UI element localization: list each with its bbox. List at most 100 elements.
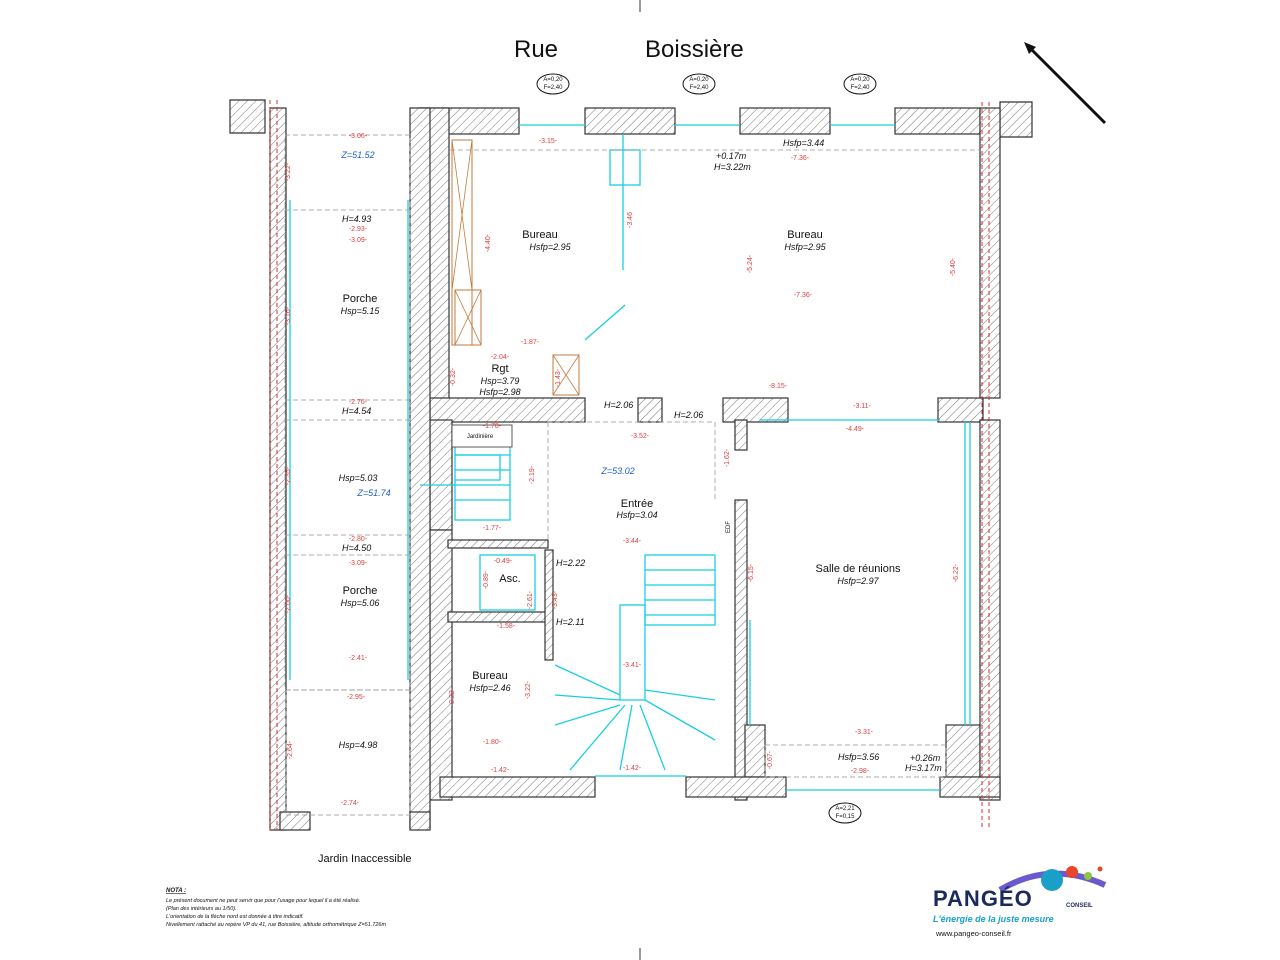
height-h206b: H=2.06 xyxy=(674,410,703,420)
closet xyxy=(451,139,580,396)
svg-text:-2.64-: -2.64- xyxy=(287,740,294,759)
room-asc-name: Asc. xyxy=(499,573,520,585)
svg-text:A=0,20: A=0,20 xyxy=(689,77,709,83)
north-arrow-icon xyxy=(1024,42,1107,125)
svg-text:-3.06-: -3.06- xyxy=(349,133,368,140)
svg-text:A=2,21: A=2,21 xyxy=(835,806,855,812)
svg-text:-2.76-: -2.76- xyxy=(349,399,368,406)
edf-label: EDF xyxy=(726,521,732,533)
room-bureau-left-name: Bureau xyxy=(522,229,557,241)
room-porche-top-height: Hsp=5.15 xyxy=(341,306,381,316)
svg-text:-3.46: -3.46 xyxy=(627,212,634,228)
svg-text:-1.62-: -1.62- xyxy=(724,448,731,467)
svg-text:-1.42-: -1.42- xyxy=(623,765,642,772)
svg-text:F=2,40: F=2,40 xyxy=(544,85,564,91)
room-bureau-right-name: Bureau xyxy=(787,229,822,241)
svg-text:-3.31-: -3.31- xyxy=(855,729,874,736)
height-p017: +0.17m xyxy=(716,151,747,161)
svg-text:-1.87-: -1.87- xyxy=(521,339,540,346)
svg-text:-3.09-: -3.09- xyxy=(349,237,368,244)
walls xyxy=(229,99,1033,831)
height-h322: H=3.22m xyxy=(714,162,751,172)
svg-text:-1.42-: -1.42- xyxy=(491,767,510,774)
svg-text:A=0,20: A=0,20 xyxy=(543,77,563,83)
svg-text:-6.15-: -6.15- xyxy=(748,563,755,582)
svg-text:-0.67-: -0.67- xyxy=(767,750,774,769)
svg-text:-3.11-: -3.11- xyxy=(853,403,871,410)
staircase xyxy=(454,439,716,771)
note-title: NOTA : xyxy=(166,888,186,894)
note-line-3: L'orientation de la flèche nord est donn… xyxy=(166,914,304,920)
room-porche-top-name: Porche xyxy=(343,293,378,305)
room-bureau-small-name: Bureau xyxy=(472,670,507,682)
svg-text:-3.09-: -3.09- xyxy=(349,560,368,567)
svg-text:F=0,15: F=0,15 xyxy=(836,814,856,820)
note-line-4: Nivellement rattaché au repère VP du 41,… xyxy=(166,922,386,928)
jardiniere-label: Jardinière xyxy=(467,434,494,440)
room-bottom-left-height: Hsp=4.98 xyxy=(339,740,378,750)
pangeo-logo: PANGÉO CONSEIL L'énergie de la juste mes… xyxy=(933,866,1107,938)
room-bureau-right-height: Hsfp=2.95 xyxy=(784,242,826,252)
svg-text:-0.32-: -0.32- xyxy=(450,367,457,386)
logo-suffix: CONSEIL xyxy=(1066,903,1093,909)
svg-text:-8.15-: -8.15- xyxy=(769,383,788,390)
windows xyxy=(519,124,971,791)
height-p026: +0.26m xyxy=(910,753,941,763)
height-h493: H=4.93 xyxy=(342,214,371,224)
logo-url: www.pangeo-conseil.fr xyxy=(935,929,1012,938)
svg-text:-2.80-: -2.80- xyxy=(349,536,368,543)
height-h222: H=2.22 xyxy=(556,558,585,568)
svg-text:-2.19-: -2.19- xyxy=(529,465,536,484)
room-salle-name: Salle de réunions xyxy=(815,563,901,575)
svg-text:-7.36-: -7.36- xyxy=(794,292,813,299)
level-z2: Z=51.74 xyxy=(356,488,390,498)
room-bureau-small-height: Hsfp=2.46 xyxy=(469,683,510,693)
svg-text:-2.00-: -2.00- xyxy=(285,594,292,613)
room-rgt-hsfp: Hsfp=2.98 xyxy=(479,387,520,397)
svg-text:-3.41-: -3.41- xyxy=(623,662,642,669)
height-hsfp356: Hsfp=3.56 xyxy=(838,752,879,762)
svg-text:-2.74-: -2.74- xyxy=(341,800,360,807)
svg-text:-7.36-: -7.36- xyxy=(791,155,810,162)
svg-text:-3.16-: -3.16- xyxy=(285,306,292,325)
room-entree-name: Entrée xyxy=(621,498,653,510)
svg-text:-1.80-: -1.80- xyxy=(483,739,502,746)
height-h454: H=4.54 xyxy=(342,406,371,416)
svg-text:-1.77-: -1.77- xyxy=(483,525,502,532)
svg-text:-6.22-: -6.22- xyxy=(953,563,960,582)
svg-text:-2.93-: -2.93- xyxy=(349,226,368,233)
ceiling-tag-2: A=0,20 F=2,40 xyxy=(682,73,716,95)
room-rgt-name: Rgt xyxy=(491,363,508,375)
room-rgt-hsp: Hsp=3.79 xyxy=(481,376,520,386)
height-hsfp344: Hsfp=3.44 xyxy=(783,138,824,148)
svg-text:-2.35-: -2.35- xyxy=(285,466,292,485)
svg-text:-3.44-: -3.44- xyxy=(623,538,642,545)
room-porche-bottom-height: Hsp=5.06 xyxy=(341,598,380,608)
svg-text:-2.95-: -2.95- xyxy=(347,694,366,701)
street-label-rue: Rue xyxy=(514,36,558,63)
svg-text:-3.43-: -3.43- xyxy=(552,590,559,609)
room-entree-height: Hsfp=3.04 xyxy=(616,510,657,520)
svg-text:-2.98-: -2.98- xyxy=(851,768,870,775)
ceiling-tag-1: A=0,20 F=2,40 xyxy=(536,73,570,95)
street-label-boissiere: Boissière xyxy=(645,36,744,63)
note-line-2: (Plan des intérieurs au 1/50). xyxy=(166,906,237,912)
room-porche-bottom-name: Porche xyxy=(343,585,378,597)
ceiling-tag-3: A=0,20 F=2,40 xyxy=(843,73,877,95)
svg-text:-3.22-: -3.22- xyxy=(525,680,532,699)
level-z3: Z=53.02 xyxy=(600,466,634,476)
svg-text:-3.22-: -3.22- xyxy=(285,162,292,181)
porch-columns xyxy=(289,200,409,680)
height-h450: H=4.50 xyxy=(342,543,371,553)
garden-label: Jardin Inaccessible xyxy=(318,853,412,865)
svg-text:-3.52-: -3.52- xyxy=(631,433,650,440)
room-porche-mid-height: Hsp=5.03 xyxy=(339,473,378,483)
svg-text:-0.49-: -0.49- xyxy=(494,558,513,565)
svg-text:-4.40-: -4.40- xyxy=(485,233,492,252)
svg-text:-1.58-: -1.58- xyxy=(497,623,516,630)
svg-text:-1.78-: -1.78- xyxy=(483,423,502,430)
dimensions: -3.15- -7.36- -7.36- -4.40- -3.46 -5.24-… xyxy=(285,133,960,807)
svg-text:-5.40-: -5.40- xyxy=(950,257,957,276)
room-outlines xyxy=(284,134,980,816)
